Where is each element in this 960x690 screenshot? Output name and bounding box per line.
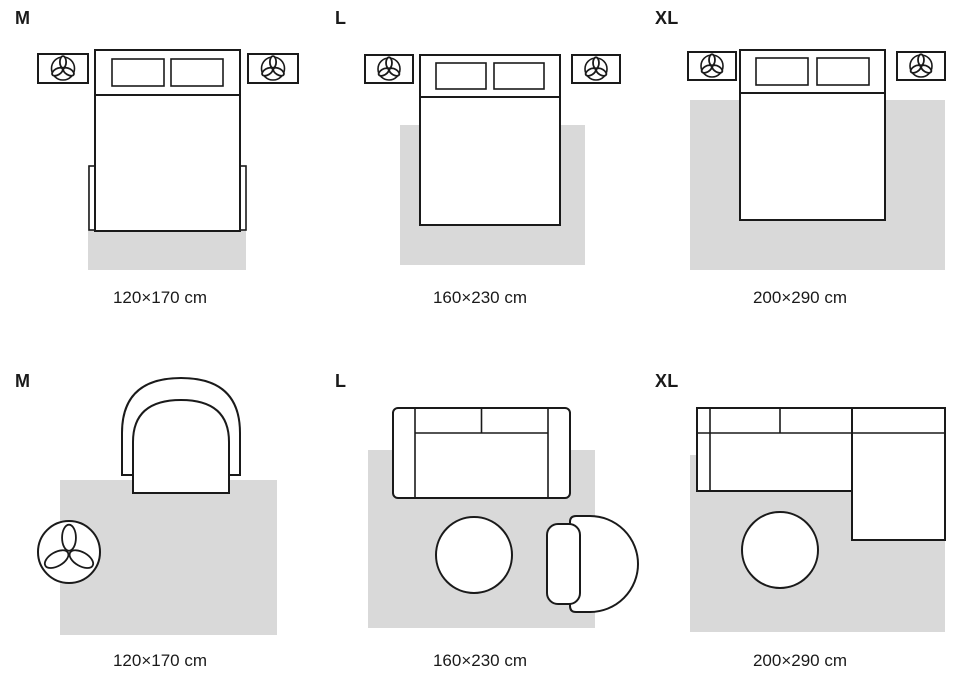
panel-bedroom-l: L 160×230 cm (320, 0, 640, 345)
sectional-sofa (696, 407, 946, 541)
living-xl-illustration (690, 407, 946, 632)
coffee-table (741, 511, 819, 589)
living-l-illustration (368, 407, 639, 628)
pillow (111, 58, 165, 87)
dimensions-label: 120×170 cm (112, 288, 208, 307)
armchair-seat (132, 398, 230, 494)
sofa (392, 407, 571, 499)
size-tag: M (15, 371, 31, 391)
living-m-illustration (37, 376, 277, 635)
panel-bedroom-m: M 120×170 cm (0, 0, 320, 345)
dimensions-label: 160×230 cm (432, 651, 528, 670)
coffee-table (435, 516, 513, 594)
nightstand-right (571, 54, 621, 84)
nightstand-right (247, 53, 299, 84)
side-table (37, 520, 101, 584)
pillow (816, 57, 870, 86)
dimensions-label: 120×170 cm (112, 651, 208, 670)
size-tag: M (15, 8, 31, 28)
size-tag: XL (655, 371, 679, 391)
nightstand-right (896, 51, 946, 81)
panel-living-xl: XL 200×290 cm (640, 345, 960, 690)
size-tag: L (335, 8, 347, 28)
panel-living-m: M 120×170 cm (0, 345, 320, 690)
pillow (170, 58, 224, 87)
pillow (435, 62, 487, 90)
dimensions-label: 160×230 cm (432, 288, 528, 307)
panel-bedroom-xl: XL 200×290 cm (640, 0, 960, 345)
size-tag: XL (655, 8, 679, 28)
bed (739, 49, 886, 221)
size-tag: L (335, 371, 347, 391)
panel-living-l: L 160×230 cm (320, 345, 640, 690)
bedroom-m-illustration (37, 49, 299, 270)
bed (94, 49, 241, 232)
nightstand-left (687, 51, 737, 81)
bed (419, 54, 561, 226)
pillow (755, 57, 809, 86)
nightstand-left (364, 54, 414, 84)
dimensions-label: 200×290 cm (752, 288, 848, 307)
armchair (546, 515, 639, 613)
pillow (493, 62, 545, 90)
bedroom-xl-illustration (687, 49, 946, 270)
dimensions-label: 200×290 cm (752, 651, 848, 670)
nightstand-left (37, 53, 89, 84)
bedroom-l-illustration (364, 54, 621, 265)
